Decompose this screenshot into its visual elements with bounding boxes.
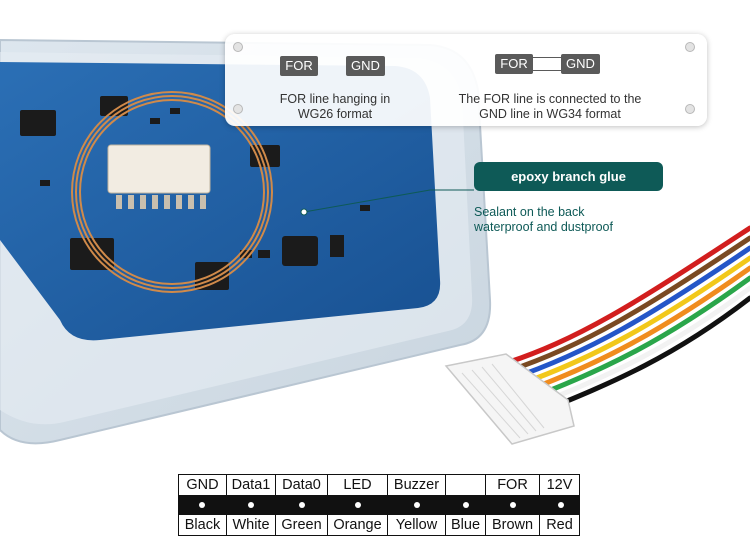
signal-cell: Buzzer [387,474,446,496]
gnd-pin-label: GND [346,56,385,76]
screw-icon [233,104,243,114]
pin-dot [510,502,516,508]
gnd-pin-label: GND [561,54,600,74]
cable-connector [444,353,575,445]
pin-dot [355,502,361,508]
epoxy-glue-label: epoxy branch glue [474,162,663,191]
screw-icon [233,42,243,52]
pin-dot [558,502,564,508]
signal-cell: 12V [539,474,580,496]
jumper-bridged-diagram: FOR GND [495,54,600,76]
wire-color-cell: Blue [445,514,486,536]
ribbon-cable [497,225,750,417]
signal-cell: Data0 [275,474,328,496]
wire-color-cell: Green [275,514,328,536]
wire-color-cell: Yellow [387,514,446,536]
signal-cell: LED [327,474,388,496]
screw-icon [685,42,695,52]
signal-row: GND Data1 Data0 LED Buzzer FOR 12V [178,474,580,496]
pin-dot [199,502,205,508]
board-connector [107,144,211,194]
pin-dot-strip [178,496,580,514]
wire-color-cell: Orange [327,514,388,536]
antenna-coil [71,91,273,293]
pin-dot [248,502,254,508]
for-pin-label: FOR [280,56,318,76]
jumper-open-diagram: FOR GND [280,56,385,78]
wire-color-row: Black White Green Orange Yellow Blue Bro… [178,514,580,536]
wire-color-cell: Black [178,514,227,536]
glue-leader-line [303,189,474,213]
wire-color-cell: White [226,514,276,536]
signal-cell: GND [178,474,227,496]
wire-color-cell: Brown [485,514,540,536]
pin-dot [299,502,305,508]
pin-dot [463,502,469,508]
signal-cell [445,474,486,496]
signal-cell: FOR [485,474,540,496]
pinout-table: GND Data1 Data0 LED Buzzer FOR 12V Black… [178,474,580,536]
wire-color-cell: Red [539,514,580,536]
screw-icon [685,104,695,114]
pin-dot [414,502,420,508]
for-pin-label: FOR [495,54,533,74]
signal-cell: Data1 [226,474,276,496]
